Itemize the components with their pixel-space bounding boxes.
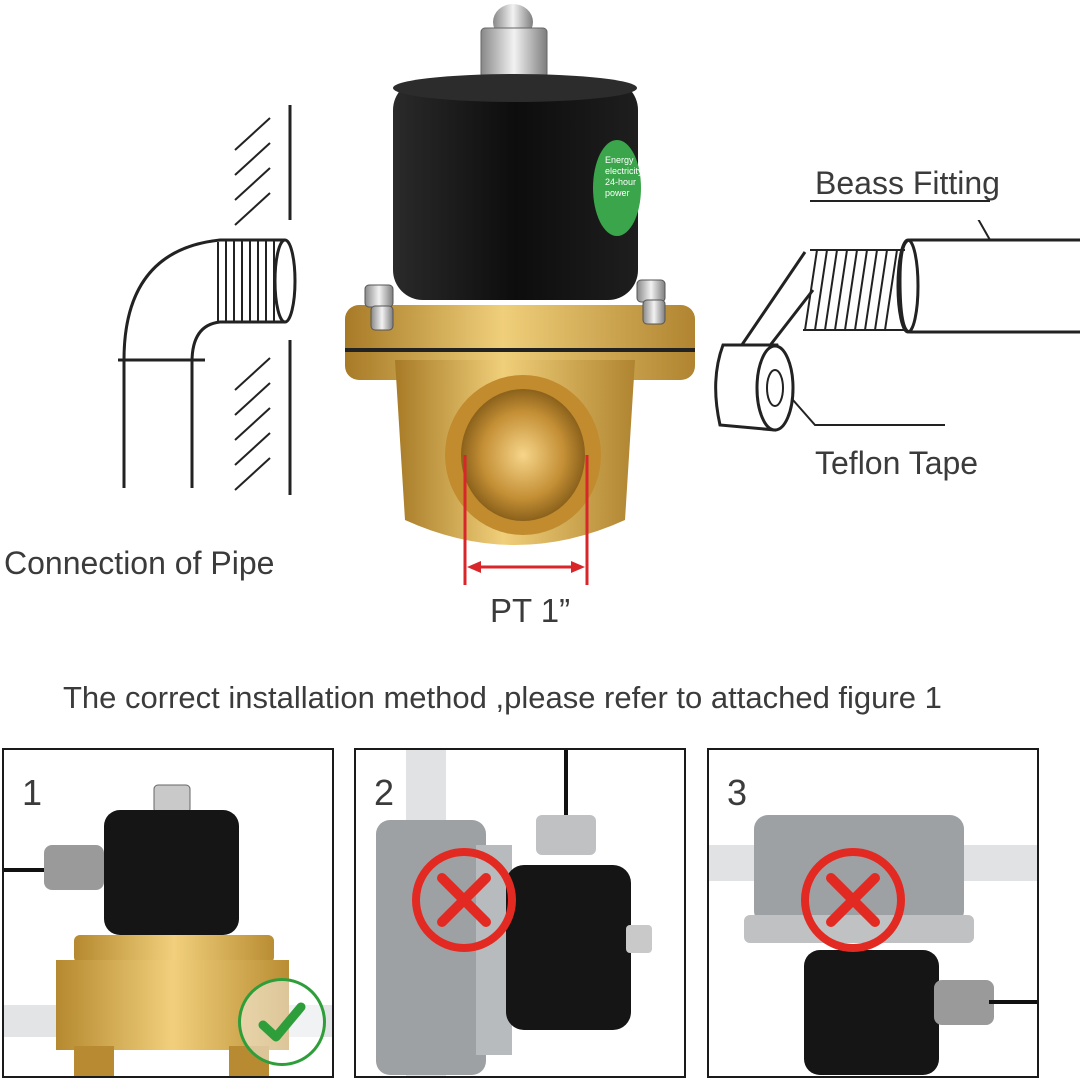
cross-icon [801, 848, 905, 952]
sideways-valve-image [376, 750, 652, 1076]
cross-icon [412, 848, 516, 952]
beass-fitting-label: Beass Fitting [815, 165, 1000, 201]
panel-number: 2 [374, 772, 395, 813]
teflon-tape-label: Teflon Tape [815, 445, 979, 481]
panel-number: 3 [727, 772, 748, 813]
solenoid-valve-image [335, 0, 705, 590]
valve-sticker-text: Energy electricity 24-hour power [605, 155, 643, 198]
check-icon [238, 978, 326, 1066]
panel-inverted-installation: 3 [707, 748, 1039, 1078]
panel-correct-installation: 1 [2, 748, 334, 1078]
installation-instruction: The correct installation method ,please … [63, 680, 942, 715]
fitting-leader-line [810, 200, 990, 202]
pipe-elbow-illustration [110, 100, 310, 500]
upright-valve-image [4, 784, 332, 1076]
panel-number: 1 [22, 772, 43, 813]
connection-of-pipe-label: Connection of Pipe [4, 545, 275, 581]
brass-fitting-illustration [705, 220, 1080, 440]
pt-dimension-label: PT 1” [490, 592, 571, 629]
panel-sideways-installation: 2 [354, 748, 686, 1078]
